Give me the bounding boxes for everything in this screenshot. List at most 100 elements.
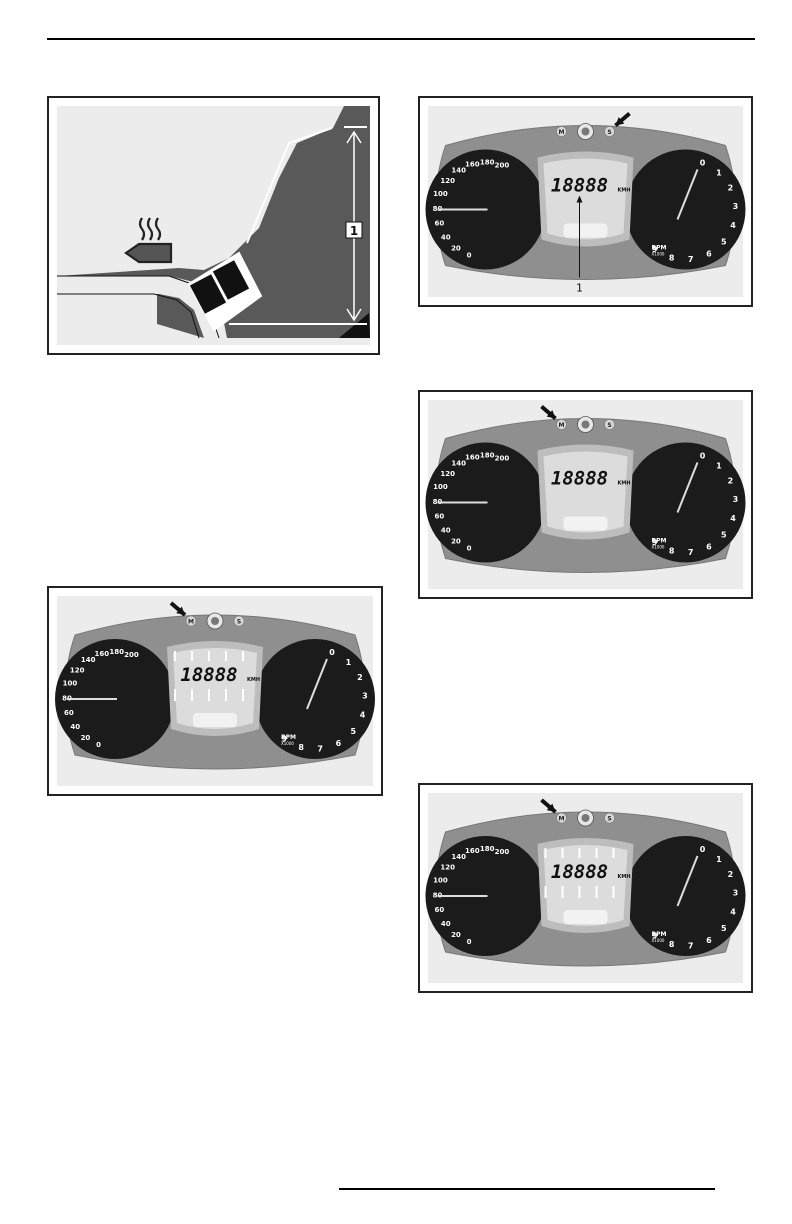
rpm-tick-label: 1 — [716, 461, 722, 470]
lcd-digits: 18888 — [551, 861, 608, 883]
rpm-needle — [676, 462, 699, 513]
lcd-unit: KMH — [618, 481, 631, 487]
rpm-label: RPM — [281, 734, 296, 741]
rpm-tick-label: 3 — [733, 889, 739, 898]
mode-button-m — [556, 812, 567, 824]
rpm-tick-label: 2 — [728, 477, 734, 486]
speed-tick-label: 40 — [70, 723, 80, 731]
rpm-tick-label: 2 — [728, 184, 734, 193]
rpm-tick-label: 5 — [351, 727, 357, 736]
speed-tick-label: 100 — [433, 190, 448, 198]
rpm-tick-label: 1 — [346, 658, 352, 667]
lcd-unit: KMH — [247, 677, 260, 683]
mode-button-m — [185, 615, 197, 627]
set-button-s — [233, 615, 245, 627]
tachometer-dial — [625, 149, 746, 270]
lcd-screen — [173, 648, 257, 729]
brand-logo-center — [581, 420, 590, 429]
brand-logo-center — [581, 127, 590, 136]
speed-tick-label: 140 — [451, 167, 466, 175]
rpm-label: RPM — [652, 245, 667, 252]
rpm-tick-label: 5 — [721, 924, 727, 933]
rpm-tick-label: 7 — [688, 548, 694, 557]
rpm-tick-label: 8 — [669, 547, 675, 556]
speed-tick-label: 200 — [495, 454, 510, 462]
callout-1: 1 — [576, 282, 583, 295]
speed-tick-label: 200 — [495, 161, 510, 169]
speed-tick-label: 0 — [96, 741, 101, 749]
rpm-tick-label: 7 — [688, 255, 694, 264]
rpm-tick-label: 0 — [329, 648, 335, 657]
speed-tick-label: 120 — [440, 863, 455, 871]
brand-logo-center — [581, 814, 590, 822]
mode-button-m-label: M — [188, 619, 194, 626]
rpm-tick-label: 6 — [706, 250, 712, 259]
rpm-tick-label: 4 — [360, 710, 366, 719]
speed-tick-label: 160 — [465, 453, 480, 461]
rpm-label: RPM — [652, 538, 667, 545]
mode-button-m-label: M — [559, 129, 565, 136]
rpm-tick-label: 4 — [730, 221, 736, 230]
speed-tick-label: 120 — [440, 470, 455, 478]
pointer-arrow-head — [615, 117, 625, 126]
speed-tick-label: 120 — [440, 177, 455, 185]
set-button-s-label: S — [607, 422, 611, 429]
tachometer-dial — [625, 836, 746, 956]
tachometer-dial — [255, 639, 375, 759]
pointer-arrow-head — [176, 606, 185, 615]
speed-tick-label: 200 — [124, 651, 139, 659]
lcd-lower-window — [193, 713, 237, 727]
callout-1: 1 — [350, 224, 358, 238]
speed-tick-label: 100 — [433, 483, 448, 491]
speed-tick-label: 0 — [467, 252, 472, 260]
rpm-tick-label: 9 — [652, 245, 658, 254]
speed-tick-label: 0 — [467, 545, 472, 553]
mode-button-m — [556, 126, 567, 137]
mode-button-m — [556, 419, 567, 430]
set-button-s-label: S — [607, 129, 611, 136]
speed-tick-label: 180 — [480, 452, 495, 460]
rpm-tick-label: 6 — [336, 739, 342, 748]
mode-button-m-label: M — [559, 422, 565, 429]
rpm-tick-label: 9 — [652, 538, 658, 547]
lcd-lower-window — [563, 223, 608, 238]
rpm-multiplier-label: X1000 — [281, 741, 294, 746]
lcd-digits: 18888 — [180, 664, 237, 686]
rpm-tick-label: 7 — [317, 745, 323, 754]
lcd-screen — [543, 451, 628, 533]
rpm-tick-label: 3 — [733, 202, 739, 211]
lcd-digits: 18888 — [551, 175, 608, 197]
rpm-tick-label: 9 — [652, 931, 658, 940]
rpm-tick-label: 3 — [362, 692, 368, 701]
cluster-drawing-d: 0204060801001201401601802000123456789RPM… — [425, 793, 746, 983]
speed-tick-label: 140 — [451, 853, 466, 861]
rpm-tick-label: 2 — [728, 870, 734, 879]
rpm-tick-label: 0 — [700, 159, 706, 168]
set-button-s — [604, 126, 615, 137]
rpm-tick-label: 1 — [716, 855, 722, 864]
cluster-drawing-b: 0204060801001201401601802000123456789RPM… — [425, 400, 746, 589]
rpm-tick-label: 6 — [706, 543, 712, 552]
cluster-drawing-a: 0204060801001201401601802000123456789RPM… — [425, 106, 746, 297]
heated-grip-icon — [124, 217, 173, 264]
rpm-tick-label: 0 — [700, 845, 706, 854]
rpm-tick-label: 3 — [733, 495, 739, 504]
speed-tick-label: 20 — [451, 244, 461, 252]
rpm-tick-label: 8 — [669, 254, 675, 263]
rpm-multiplier-label: X1000 — [652, 252, 665, 257]
footer-rule — [339, 1188, 715, 1190]
figure-cluster-b: 0204060801001201401601802000123456789RPM… — [418, 390, 753, 599]
rpm-needle — [676, 855, 699, 907]
lcd-unit: KMH — [618, 874, 631, 880]
lcd-digits: 18888 — [551, 468, 608, 490]
speed-tick-label: 20 — [451, 537, 461, 545]
rpm-needle — [676, 169, 699, 220]
rpm-tick-label: 5 — [721, 531, 727, 540]
speed-tick-label: 200 — [495, 848, 510, 856]
speed-tick-label: 40 — [441, 233, 451, 241]
figure-cluster-c: 0204060801001201401601802000123456789RPM… — [47, 586, 383, 796]
speed-tick-label: 60 — [434, 906, 444, 914]
rpm-tick-label: 0 — [700, 452, 706, 461]
lcd-lower-window — [563, 910, 608, 924]
speed-tick-label: 180 — [480, 845, 495, 853]
